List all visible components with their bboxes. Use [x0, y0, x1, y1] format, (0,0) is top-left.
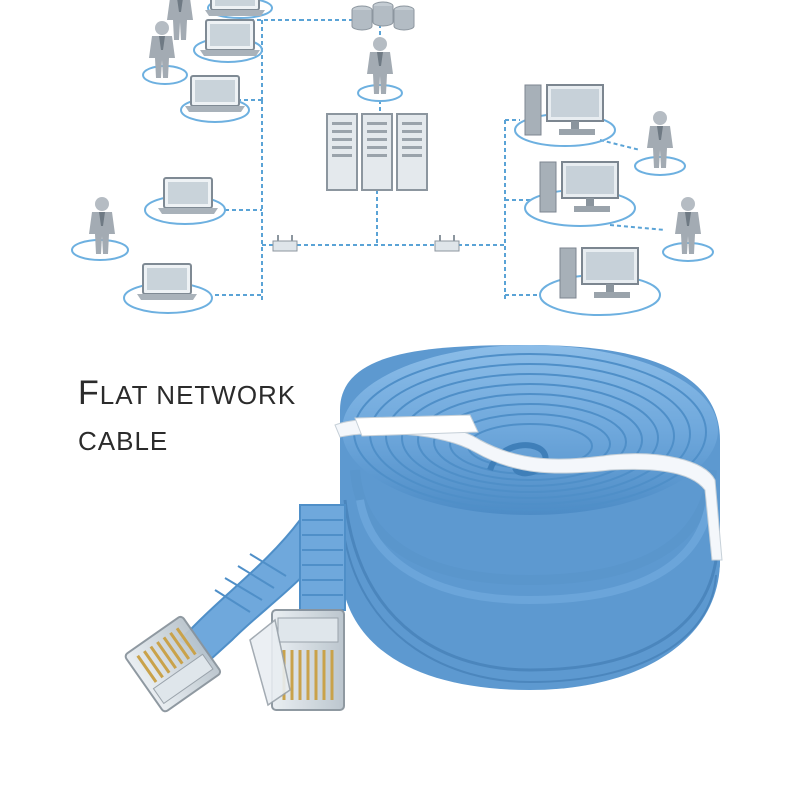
cable-tie-strap [334, 414, 723, 561]
caption-line-1: FLAT NETWORK [78, 376, 296, 412]
flat-cable-coil [340, 345, 720, 690]
network-switch-icon [272, 234, 460, 252]
product-caption: FLAT NETWORK CABLE [78, 376, 296, 458]
rj45-connector-icon [124, 609, 345, 713]
device-platforms [71, 0, 714, 316]
caption-line-1-rest: LAT NETWORK [99, 380, 297, 410]
caption-line-2: CABLE [78, 426, 169, 456]
person-icon [89, 0, 701, 254]
server-rack-icon [326, 113, 428, 191]
caption-initial: F [78, 374, 100, 412]
database-icon [351, 1, 415, 31]
desktop-computer-icon [524, 84, 639, 299]
network-diagram [215, 19, 666, 300]
